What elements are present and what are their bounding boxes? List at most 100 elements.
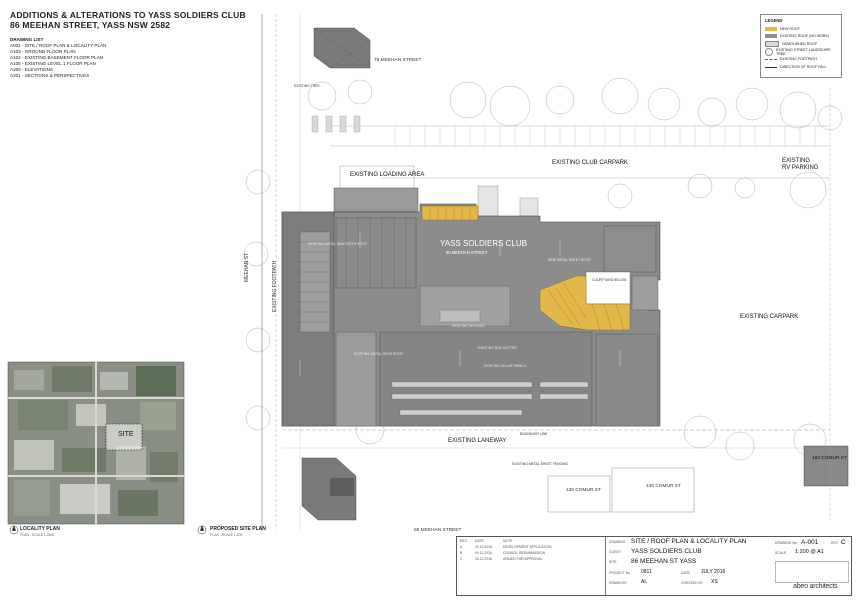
meehan-street-label: MEEHAN ST [244,252,250,282]
new-roof-north-ribs [429,206,471,220]
rev-cell: 15.12.2016 [475,557,492,561]
comur-150-label: 150 COMUR ST [812,456,847,461]
existing-roof-swatch [765,34,777,38]
rv-parking-label-1: EXISTING [782,158,811,164]
roof-note: NEW METAL SHEET ROOF [548,258,591,262]
tree-icon [765,48,773,56]
rev-col-header: DATE [475,539,484,543]
legend-label: EXISTING ROOF (NO WORK) [780,34,830,38]
drawing-no-label: DRAWING No. [775,541,798,545]
rev-cell: COUNCIL RESUBMISSION [503,551,546,555]
site-marker [105,423,143,451]
meehan-78-label: 78 MEEHAN STREET [374,58,422,63]
title-block: REV DATE NOTE A 10.10.2016 DEVELOPMENT A… [456,536,852,596]
rev-cell: A [460,545,463,549]
new-roof-courtyard [539,275,631,331]
site-label: SITE [118,431,134,438]
neighbour-house-88-shadow [330,478,354,496]
roof-fall-arrows [299,232,621,376]
drawn-by: AL [641,579,648,585]
drawing-number: A-001 [801,539,819,546]
solar-panel-rows [391,381,589,416]
east-annex-roof [603,225,657,273]
sawtooth-lines [300,241,330,323]
club-carpark-label: EXISTING CLUB CARPARK [552,160,628,166]
scale-label: SCALE [775,551,787,555]
drawn-label: DRAWN BY [609,581,628,585]
roof-note: COURTYARD BELOW [592,278,627,282]
rev-cell: B [460,551,463,555]
rev-cell: ISSUED FOR APPROVAL [503,557,543,561]
site-plan-caption: PROPOSED SITE PLAN [210,526,266,532]
legend-heading: LEGEND [765,18,783,23]
legend: LEGEND NEW ROOF EXISTING ROOF (NO WORK) … [760,14,842,78]
site-field-label: SITE [609,560,617,564]
rev-cell: C [460,557,463,561]
project-name: YASS SOLDIERS CLUB [631,548,702,555]
east-annex-2 [631,275,659,311]
entry-structure-2 [519,197,539,217]
checked-by: XS [711,579,718,585]
meehan-88-label: 88 MEEHAN STREET [414,528,462,533]
comur-140-label: 140 COMUR ST [646,484,681,489]
drawing-title: ADDITIONS & ALTERATIONS TO YASS SOLDIERS… [10,10,246,20]
legend-label: EXISTING FOOTPATH [780,57,817,61]
carpark-stalls-top [330,125,830,179]
scale: 1:200 @ A1 [795,549,824,555]
north-arrow-icon [197,525,207,535]
rv-parking-label-2: RV PARKING [782,165,819,171]
sawtooth-roof-centre [335,217,417,289]
rev-label: REV [831,541,838,545]
arrow-icon [765,66,777,68]
drawing-list-item: A201 - SECTIONS & PERSPECTIVES [10,73,90,78]
date-label: DATE [681,571,690,575]
rev-col-header: REV [460,539,467,543]
roof-hip-line [329,39,371,69]
sawtooth-lines-centre [345,218,407,288]
lane-note: EXISTING METAL SHEET FENCING [512,462,569,466]
legend-row-footpath: EXISTING FOOTPATH [765,57,817,61]
drawing-address: 86 MEEHAN STREET, YASS NSW 2582 [10,20,171,30]
new-roof-swatch [765,27,777,31]
existing-carpark-label: EXISTING CARPARK [740,314,799,320]
roof-note: EXISTING BOX GUTTER [478,346,517,350]
roof-note: EXISTING SKYLIGHT [452,324,486,328]
building-150-comur [803,445,849,487]
site-address: 86 MEEHAN ST YASS [631,558,697,565]
revision-table: REV DATE NOTE A 10.10.2016 DEVELOPMENT A… [457,537,606,595]
rev-cell: DEVELOPMENT APPLICATION [503,545,552,549]
drawing-list-item: A001 - SITE / ROOF PLAN & LOCALITY PLAN [10,43,107,48]
firm-logo: abeo architects [793,583,838,590]
roof-note: EXISTING METAL DECK ROOF [354,352,403,356]
roof-hip-line [313,27,371,69]
roof-note: EXISTING SOLAR PANELS [484,364,527,368]
new-roof-north [421,205,479,221]
rev-cell: 04.11.2016 [475,551,492,555]
north-arrow-icon-locality [9,525,19,535]
new-roof-courtyard-ribs [547,283,625,331]
legend-row-new-roof: NEW ROOF [765,27,800,31]
legend-row-tree: EXISTING STREET LANDSCAPE TREE [765,48,841,56]
project-no-label: PROJECT No. [609,571,631,575]
revision: C [841,539,846,546]
loading-area [339,165,415,189]
drawing-title-label: DRAWING [609,540,626,544]
legend-row-demolished: DEMOLISHED ROOF [765,41,817,47]
legend-row-fall: DIRECTION OF ROOF FALL [765,65,827,69]
drawing-list-item: A200 - ELEVATIONS [10,67,53,72]
locality-plan-caption: LOCALITY PLAN [20,526,60,532]
drawing-list-item: A103 - GROUND FLOOR PLAN [10,49,76,54]
legend-row-existing-roof: EXISTING ROOF (NO WORK) [765,34,829,38]
building-130-comur [547,475,611,513]
scale-bar [775,561,849,583]
existing-laneway-label: EXISTING LANEWAY [448,438,507,444]
drawing-list-item: A104 - EXISTING BASEMENT FLOOR PLAN [10,55,104,60]
club-name-label: YASS SOLDIERS CLUB [440,239,527,248]
existing-footpath-label: EXISTING FOOTPATH [272,260,278,312]
site-plan-scale: PLAN - SCALE 1:200 [210,533,243,537]
legend-label: DIRECTION OF ROOF FALL [780,65,827,69]
footpath-line-icon [765,58,777,60]
building-140-comur [611,467,695,513]
gutter-bay [335,331,377,427]
